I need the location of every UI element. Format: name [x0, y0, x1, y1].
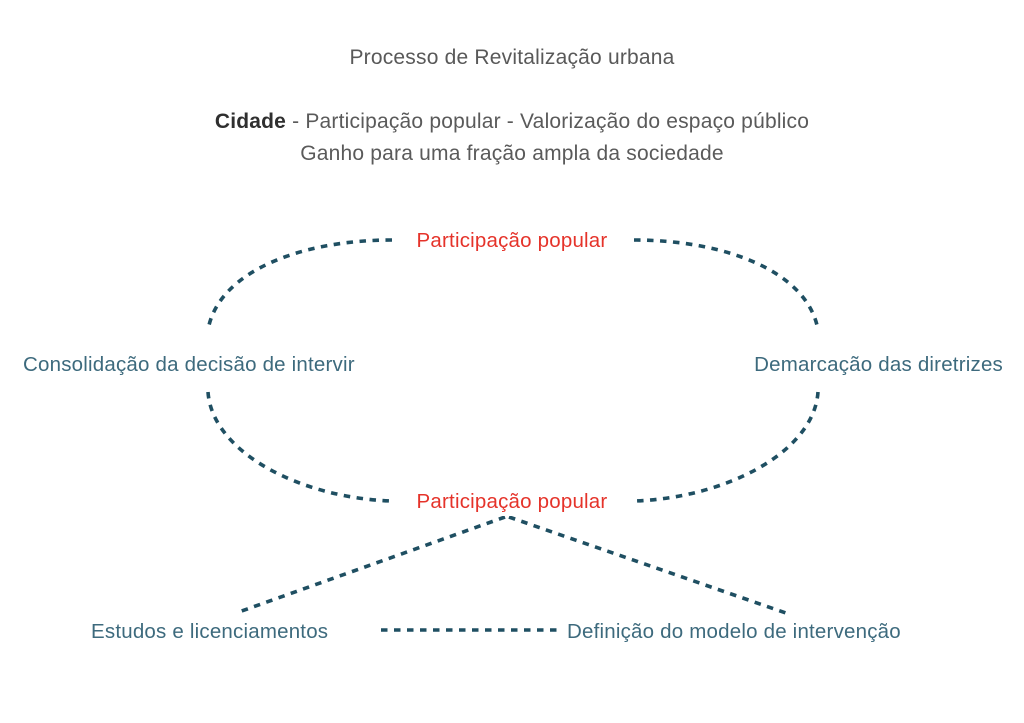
edge-demarcacao-to-bottom: [633, 391, 820, 503]
edge-bottom-to-estudos: [235, 515, 506, 615]
header-keyword-cidade: Cidade: [214, 110, 287, 133]
edge-top-to-demarcacao: [633, 238, 820, 331]
node-estudos-e-licenciamentos[interactable]: Estudos e licenciamentos: [84, 619, 336, 646]
header-subtitle-line: Cidade - Participação popular - Valoriza…: [0, 110, 1024, 134]
edge-consolidacao-to-bottom: [206, 391, 393, 503]
header-tagline: Ganho para uma fração ampla da sociedade: [300, 142, 724, 165]
page-title: Processo de Revitalização urbana: [349, 46, 675, 69]
node-consolidacao-da-decisao-de-intervir[interactable]: Consolidação da decisão de intervir: [16, 352, 362, 379]
edge-top-to-consolidacao: [206, 238, 393, 331]
node-definicao-do-modelo-de-intervencao[interactable]: Definição do modelo de intervenção: [560, 619, 908, 646]
edge-bottom-to-definicao: [508, 515, 787, 615]
header-subtitle-rest: - Participação popular - Valorização do …: [286, 110, 810, 133]
node-participacao-popular-bottom[interactable]: Participação popular: [409, 489, 615, 516]
node-participacao-popular-top[interactable]: Participação popular: [409, 228, 615, 255]
node-demarcacao-das-diretrizes[interactable]: Demarcação das diretrizes: [747, 352, 1010, 379]
